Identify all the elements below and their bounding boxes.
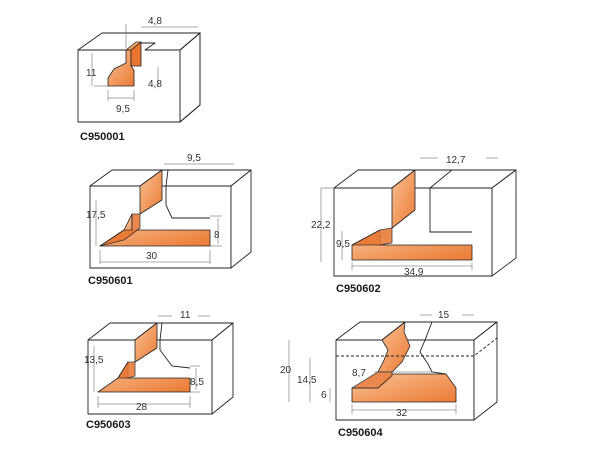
profile-c950601: 9,5 17,5 8 30 C950601 xyxy=(86,153,252,287)
dim-label: 30 xyxy=(146,251,158,262)
dim-label: 13,5 xyxy=(84,355,104,366)
profile-c950604: 15 20 8,7 14,5 6 32 C950604 xyxy=(280,310,498,439)
profile-c950001: 4,8 11 4,8 9,5 C950001 xyxy=(77,16,201,143)
product-code: C950603 xyxy=(86,419,131,431)
dim-label: 6 xyxy=(321,390,327,401)
product-code: C950602 xyxy=(336,283,381,295)
profile-c950602: 12,7 22,2 9,5 34,9 C950602 xyxy=(311,155,517,295)
dim-label: 11 xyxy=(180,310,191,321)
dim-label: 9,5 xyxy=(187,153,201,164)
dim-label: 32 xyxy=(396,408,408,419)
profile-c950603: 11 13,5 8,5 28 C950603 xyxy=(84,310,234,431)
dim-label: 17,5 xyxy=(86,210,106,221)
dim-label: 14,5 xyxy=(297,375,317,386)
dim-label: 12,7 xyxy=(446,155,466,166)
product-code: C950601 xyxy=(88,275,133,287)
product-code: C950001 xyxy=(80,131,125,143)
dim-label: 11 xyxy=(86,68,97,79)
product-code: C950604 xyxy=(338,427,384,439)
dim-label: 8,5 xyxy=(190,377,204,388)
dim-label: 4,8 xyxy=(148,16,162,27)
dim-label: 9,5 xyxy=(116,104,130,115)
dim-label: 20 xyxy=(280,365,292,376)
dim-label: 34,9 xyxy=(404,267,424,278)
dim-label: 8,7 xyxy=(352,368,366,379)
dim-label: 22,2 xyxy=(311,220,331,231)
dim-label: 4,8 xyxy=(148,79,162,90)
dim-label: 9,5 xyxy=(336,239,350,250)
dim-label: 8 xyxy=(214,230,220,241)
dim-label: 28 xyxy=(136,402,148,413)
dim-label: 15 xyxy=(438,310,450,321)
